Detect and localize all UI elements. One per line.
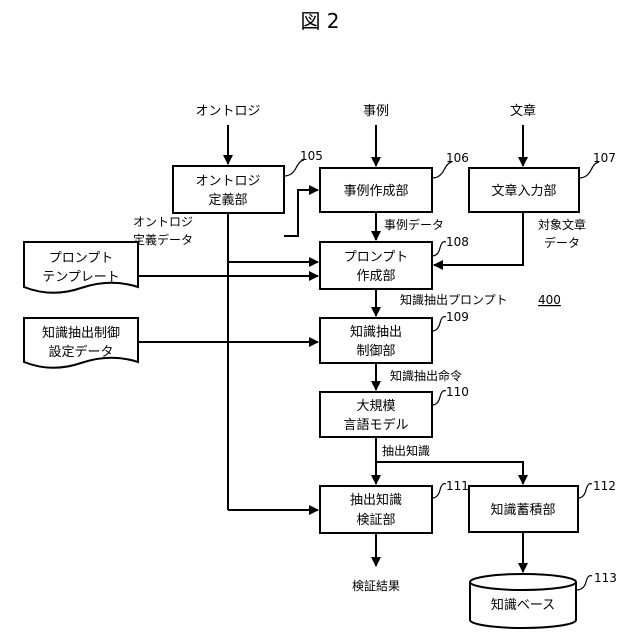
target-sentence-data-label-2: データ: [544, 235, 580, 250]
input-example-label: 事例: [363, 104, 389, 119]
ref-111-leader: [432, 484, 446, 498]
box-110-line2: 言語モデル: [343, 417, 408, 433]
verification-result-label: 検証結果: [352, 579, 400, 593]
box-111-line2: 検証部: [356, 513, 395, 528]
control-data-line2: 設定データ: [48, 344, 113, 360]
prompt-label: 知識抽出プロンプト: [400, 293, 508, 307]
knowledge-accumulation-box: 知識蓄積部: [469, 486, 578, 532]
control-data-document: 知識抽出制御 設定データ: [24, 318, 138, 368]
knowledge-extraction-control-box: 知識抽出 制御部: [320, 318, 432, 363]
knowledge-base-cylinder: 知識ベース: [470, 574, 576, 628]
prompt-template-document: プロンプト テンプレート: [24, 242, 138, 293]
input-ontology-label: オントロジ: [195, 104, 260, 119]
llm-box: 大規模 言語モデル: [320, 392, 432, 437]
arrow-105-to-106: [284, 190, 318, 236]
box-105-line1: オントロジ: [195, 174, 260, 189]
ref-107: 107: [593, 151, 616, 165]
prompt-creation-box: プロンプト 作成部: [320, 242, 432, 289]
ref-109-leader: [432, 317, 446, 331]
box-109-line1: 知識抽出: [350, 324, 402, 340]
ontology-def-data-label-2: 定義データ: [133, 232, 193, 247]
extracted-knowledge-label: 抽出知識: [382, 444, 430, 458]
ontology-def-data-label-1: オントロジ: [133, 215, 193, 229]
box-108-line2: 作成部: [356, 269, 395, 284]
ref-112-leader: [578, 484, 592, 498]
target-sentence-data-label-1: 対象文章: [538, 217, 586, 232]
sentence-input-box: 文章入力部: [469, 168, 579, 212]
prompt-template-line1: プロンプト: [49, 251, 114, 266]
ontology-definition-box: オントロジ 定義部: [173, 166, 284, 213]
box-113-line1: 知識ベース: [491, 597, 555, 613]
command-label: 知識抽出命令: [390, 368, 462, 383]
box-107-line1: 文章入力部: [491, 183, 556, 199]
ref-110-leader: [432, 391, 446, 405]
ref-110: 110: [446, 385, 469, 399]
prompt-ref: 400: [538, 293, 561, 307]
input-sentence-label: 文章: [510, 103, 536, 119]
knowledge-verification-box: 抽出知識 検証部: [320, 486, 432, 533]
ref-111: 111: [446, 479, 469, 493]
control-data-line1: 知識抽出制御: [42, 325, 120, 341]
ref-113-leader: [576, 576, 592, 590]
box-105-line2: 定義部: [208, 192, 247, 208]
ref-106: 106: [446, 151, 469, 165]
ref-109: 109: [446, 310, 469, 324]
example-data-label: 事例データ: [384, 217, 444, 232]
box-106-line1: 事例作成部: [343, 184, 408, 199]
figure-title: 図 2: [300, 9, 339, 33]
box-111-line1: 抽出知識: [350, 492, 402, 508]
ref-105: 105: [300, 149, 323, 163]
ref-113: 113: [594, 571, 617, 585]
box-109-line2: 制御部: [356, 344, 395, 359]
ref-112: 112: [593, 479, 616, 493]
prompt-template-line2: テンプレート: [42, 270, 120, 285]
box-110-line1: 大規模: [356, 399, 395, 414]
example-creation-box: 事例作成部: [320, 168, 432, 212]
box-112-line1: 知識蓄積部: [490, 502, 555, 518]
ref-108: 108: [446, 235, 469, 249]
box-108-line1: プロンプト: [344, 250, 409, 265]
ref-108-leader: [432, 242, 446, 256]
